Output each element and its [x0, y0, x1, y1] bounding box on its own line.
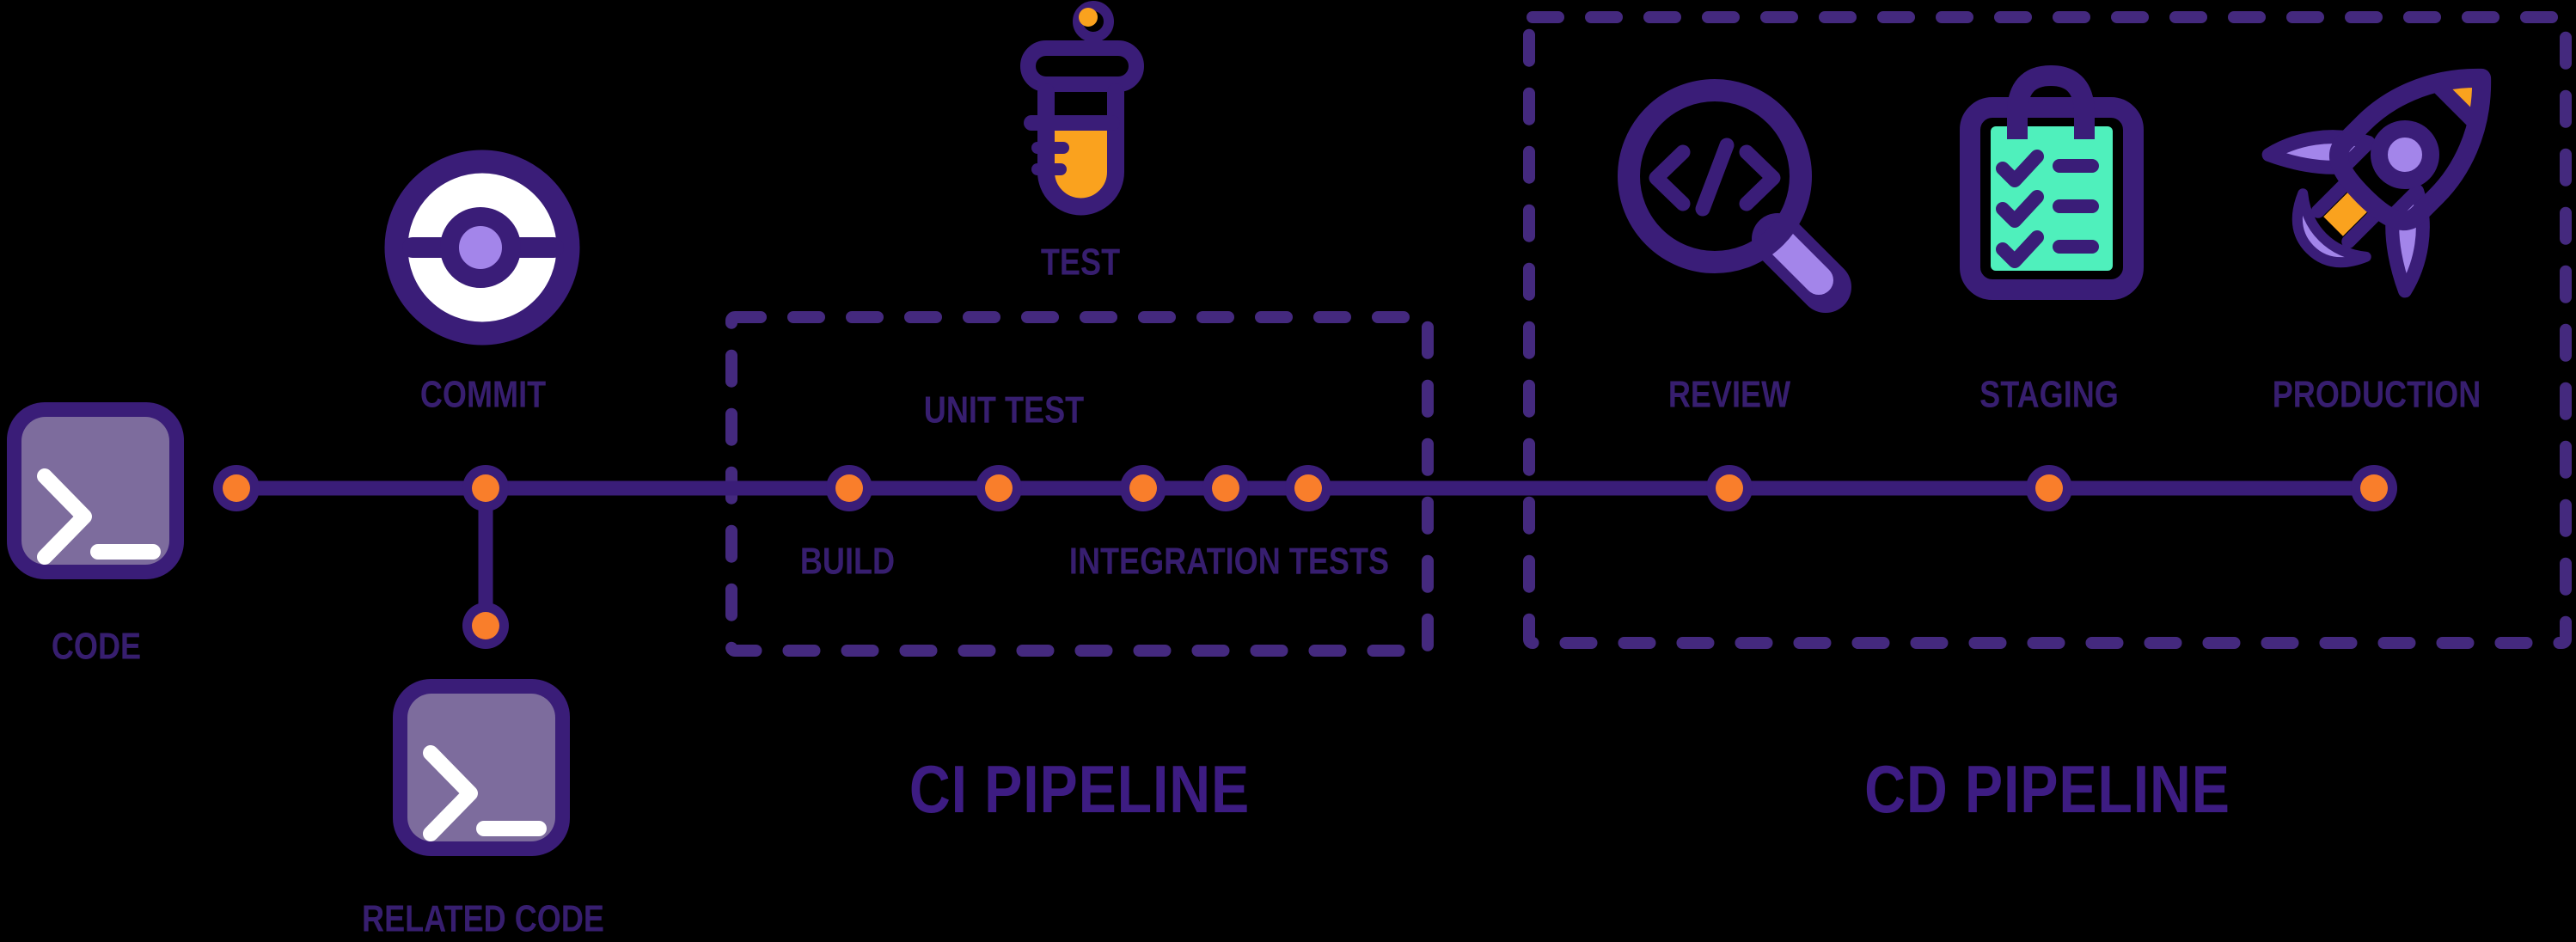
ci-pipeline-title-text: CI PIPELINE	[909, 751, 1251, 828]
label-staging-text: STAGING	[1979, 373, 2119, 416]
slash-icon	[1695, 138, 1735, 217]
label-integration-tests: INTEGRATION TESTS	[1034, 540, 1424, 585]
timeline-node-review	[1706, 465, 1753, 511]
cd-pipeline-title-text: CD PIPELINE	[1864, 751, 2230, 828]
label-test: TEST	[1032, 241, 1129, 286]
label-code-text: CODE	[51, 625, 142, 668]
label-code: CODE	[41, 625, 150, 670]
chevron-right-icon	[1739, 144, 1781, 211]
timeline-node-commit	[462, 465, 509, 511]
timeline-node-integration-1	[1120, 465, 1166, 511]
label-related-code: RELATED CODE	[335, 897, 631, 942]
label-review: REVIEW	[1655, 373, 1804, 419]
label-production: PRODUCTION	[2249, 373, 2504, 419]
label-unit-test-text: UNIT TEST	[923, 388, 1085, 431]
label-build-text: BUILD	[799, 540, 896, 583]
label-related-code-text: RELATED CODE	[362, 897, 604, 940]
test-tube-icon	[1020, 1, 1144, 216]
label-production-text: PRODUCTION	[2272, 373, 2481, 416]
timeline-node-build	[826, 465, 872, 511]
cd-pipeline-title: CD PIPELINE	[1833, 751, 2263, 828]
label-review-text: REVIEW	[1667, 373, 1791, 416]
timeline-node-integration-2	[1202, 465, 1249, 511]
label-build: BUILD	[790, 540, 905, 585]
timeline-node-integration-3	[1285, 465, 1331, 511]
timeline-node-unit-test	[976, 465, 1022, 511]
timeline-node-code	[213, 465, 260, 511]
rocket-icon	[2261, 68, 2492, 298]
cd-pipeline-box	[1523, 11, 2572, 649]
ci-pipeline-title: CI PIPELINE	[879, 751, 1280, 828]
timeline-node-staging	[2026, 465, 2072, 511]
checklist-clipboard-icon	[1960, 64, 2144, 300]
label-unit-test: UNIT TEST	[906, 388, 1101, 434]
git-commit-icon	[384, 150, 580, 346]
terminal-icon	[393, 679, 570, 856]
chevron-left-icon	[1649, 144, 1691, 211]
timeline-node-production	[2351, 465, 2397, 511]
label-staging: STAGING	[1964, 373, 2133, 419]
code-search-magnifier-icon	[1618, 79, 1851, 313]
label-integration-tests-text: INTEGRATION TESTS	[1068, 540, 1390, 583]
timeline-node-branch	[462, 603, 509, 649]
label-commit-text: COMMIT	[419, 373, 547, 416]
terminal-icon	[7, 402, 184, 579]
label-commit: COMMIT	[407, 373, 560, 419]
label-test-text: TEST	[1040, 241, 1121, 284]
